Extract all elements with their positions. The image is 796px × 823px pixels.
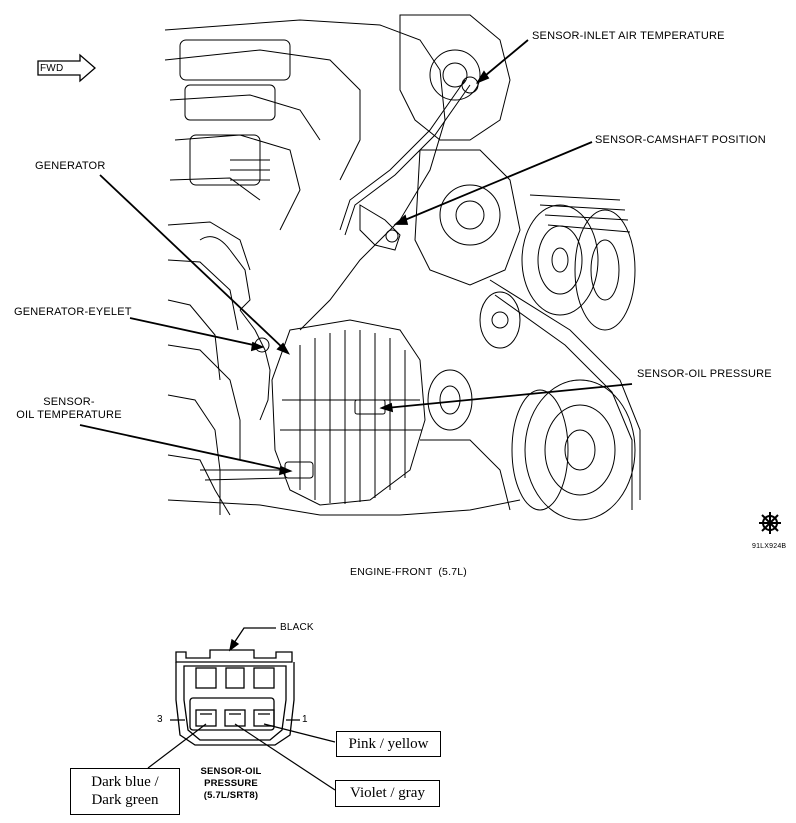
leader-inlet-air-temp xyxy=(479,39,529,81)
connector-pin-3-label: 3 xyxy=(157,714,163,725)
connector-title-line2: PRESSURE xyxy=(204,778,258,789)
callout-oil-temperature-line2: OIL TEMPERATURE xyxy=(16,409,122,421)
wire-pin3-line2: Dark green xyxy=(91,792,159,808)
forward-arrow-label: FWD xyxy=(40,63,64,74)
callout-generator: GENERATOR xyxy=(35,160,106,172)
wire-pin3-dark-blue-dark-green: Dark blue / Dark green xyxy=(70,768,180,815)
connector-diagram xyxy=(175,627,295,746)
leader-generator xyxy=(99,174,286,351)
wire-pin1-pink-yellow: Pink / yellow xyxy=(336,731,441,757)
callout-oil-temperature-line1: SENSOR- xyxy=(43,396,95,408)
diagram-caption: ENGINE-FRONT (5.7L) xyxy=(350,566,467,578)
engine-illustration xyxy=(164,14,641,521)
gear-icon xyxy=(759,512,781,534)
connector-title-line1: SENSOR-OIL xyxy=(200,766,262,777)
connector-title-line3: (5.7L/SRT8) xyxy=(203,790,259,801)
connector-title: SENSOR-OIL PRESSURE (5.7L/SRT8) xyxy=(186,766,276,802)
figure-id: 91LX924B xyxy=(752,543,787,550)
callout-oil-temperature: SENSOR- OIL TEMPERATURE xyxy=(14,396,124,422)
callout-generator-eyelet: GENERATOR-EYELET xyxy=(14,306,132,318)
leader-oil-temp xyxy=(79,424,287,471)
leader-generator-eyelet xyxy=(129,317,259,347)
connector-pin-1-label: 1 xyxy=(302,714,308,725)
callout-leaders xyxy=(79,39,633,476)
wire-pin2-violet-gray: Violet / gray xyxy=(335,780,440,807)
connector-color-label: BLACK xyxy=(280,622,314,633)
callout-oil-pressure: SENSOR-OIL PRESSURE xyxy=(637,368,772,380)
wire-leaders xyxy=(147,719,336,791)
leader-oil-pressure xyxy=(385,383,633,409)
wire-pin3-line1: Dark blue / xyxy=(91,774,159,790)
callout-camshaft-position: SENSOR-CAMSHAFT POSITION xyxy=(595,134,766,146)
leader-camshaft xyxy=(399,141,593,223)
callout-inlet-air-temperature: SENSOR-INLET AIR TEMPERATURE xyxy=(532,30,725,42)
forward-arrow-icon xyxy=(37,53,96,83)
